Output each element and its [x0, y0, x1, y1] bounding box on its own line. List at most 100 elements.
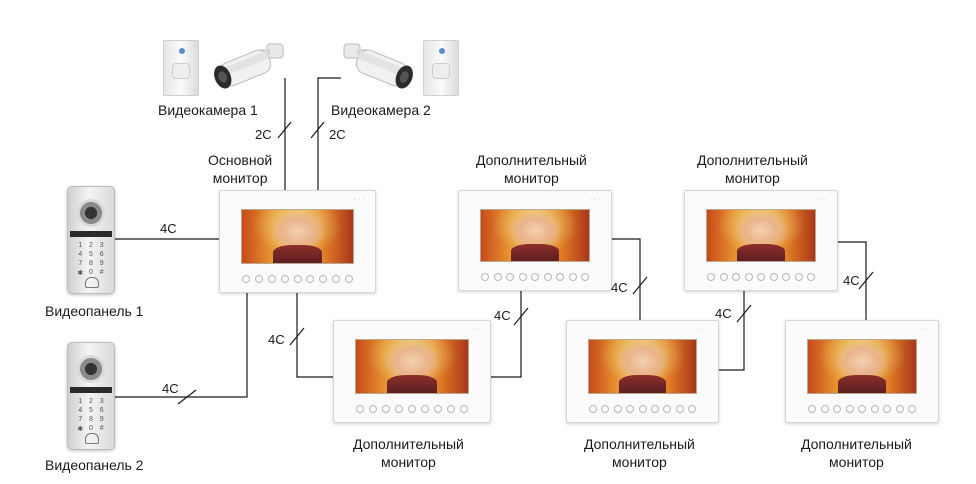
bell-icon — [85, 433, 99, 444]
extra-monitor-1: ··· — [333, 320, 491, 423]
keypad-key: ✱ — [77, 270, 84, 277]
main-monitor-label-line1: Основной — [208, 152, 273, 168]
keypad-key: ✱ — [77, 426, 84, 433]
extra-link-2-wire-label: 4C — [611, 280, 628, 295]
keypad-key: 7 — [78, 260, 83, 267]
monitor-screen — [241, 209, 354, 264]
keypad-key: 3 — [99, 242, 104, 249]
extra-monitor-3-label-line1: Дополнительный — [584, 436, 695, 452]
main-monitor-label: Основной монитор — [208, 151, 272, 187]
monitor-screen — [706, 209, 816, 262]
keypad-key: 9 — [99, 416, 104, 423]
monitor-screen — [480, 209, 590, 262]
camera1-label: Видеокамера 1 — [158, 102, 258, 118]
keypad-key: 1 — [78, 398, 83, 405]
wire-camera2-tick — [310, 121, 325, 139]
keypad-key: 4 — [78, 251, 83, 258]
extra-monitor-3: ··· — [566, 320, 719, 423]
extra-monitor-4-label: Дополнительный монитор — [697, 151, 808, 187]
wire-extra-link-2-tick — [632, 276, 648, 295]
monitor-buttons — [481, 273, 589, 281]
extra-monitor-1-label-line1: Дополнительный — [353, 436, 464, 452]
keypad-key: 6 — [99, 407, 104, 414]
keypad-key: 0 — [89, 425, 93, 432]
wire-extra-link-4 — [836, 241, 867, 320]
keypad-key: 5 — [89, 251, 93, 258]
extra-monitor-2: ··· — [458, 190, 612, 291]
keypad-key: 9 — [99, 260, 104, 267]
bell-icon — [85, 277, 99, 288]
sensor-led-icon — [439, 48, 445, 54]
monitor-buttons — [589, 405, 696, 413]
extra-monitor-2-label: Дополнительный монитор — [476, 151, 587, 187]
panel-camera-icon — [77, 355, 105, 383]
extra-monitor-5-label-line1: Дополнительный — [801, 436, 912, 452]
wire-panel2-tick — [177, 389, 197, 405]
extra-monitor-4-label-line2: монитор — [725, 170, 780, 186]
extra-monitor-5-label-line2: монитор — [829, 454, 884, 470]
extra-monitor-3-label: Дополнительный монитор — [584, 435, 695, 471]
wire-main-to-extra — [296, 292, 333, 378]
wire-panel2 — [112, 292, 248, 398]
panel1-label: Видеопанель 1 — [45, 303, 144, 319]
panel2-wire-label: 4C — [162, 381, 179, 396]
wire-camera1-tick — [277, 121, 292, 139]
wire-extra-link-3 — [717, 290, 745, 371]
wire-camera2 — [317, 77, 341, 190]
extra-monitor-4: ··· — [684, 190, 838, 291]
wire-extra-link-2 — [610, 238, 641, 320]
sensor-led-icon — [179, 48, 185, 54]
wire-extra-link-1 — [489, 290, 522, 378]
panel-camera-icon — [77, 199, 105, 227]
wire-extra-link-3-tick — [736, 304, 752, 323]
wire-extra-link-1-tick — [513, 307, 529, 326]
extra-monitor-5: ··· — [785, 320, 939, 423]
keypad-key: 7 — [78, 416, 83, 423]
motion-sensor-1 — [163, 40, 199, 96]
extra-monitor-1-label: Дополнительный монитор — [353, 435, 464, 471]
panel2-label: Видеопанель 2 — [45, 457, 144, 473]
main-to-extra-wire-label: 4C — [268, 332, 285, 347]
camera2-wire-label: 2C — [329, 127, 346, 142]
keypad-key: # — [99, 425, 104, 432]
keypad-key: 0 — [89, 269, 93, 276]
monitor-screen — [355, 339, 469, 394]
main-monitor: ··· — [219, 190, 376, 293]
main-monitor-label-line2: монитор — [212, 170, 268, 186]
keypad-key: 2 — [89, 398, 93, 405]
keypad-key: 5 — [89, 407, 93, 414]
sensor-lens-icon — [172, 63, 190, 79]
wire-main-to-extra-tick — [289, 327, 305, 346]
cctv-camera-1-icon — [214, 43, 284, 89]
keypad-key: # — [99, 269, 104, 276]
monitor-buttons — [242, 275, 353, 283]
extra-monitor-3-label-line2: монитор — [612, 454, 667, 470]
extra-link-1-wire-label: 4C — [494, 308, 511, 323]
extra-monitor-4-label-line1: Дополнительный — [697, 152, 808, 168]
keypad-key: 6 — [99, 251, 104, 258]
extra-link-3-wire-label: 4C — [715, 306, 732, 321]
keypad-key: 2 — [89, 242, 93, 249]
keypad-key: 4 — [78, 407, 83, 414]
panel1-wire-label: 4C — [160, 221, 177, 236]
monitor-buttons — [707, 273, 815, 281]
keypad-key: 8 — [89, 416, 93, 423]
camera2-label: Видеокамера 2 — [331, 102, 431, 118]
extra-monitor-5-label: Дополнительный монитор — [801, 435, 912, 471]
extra-monitor-2-label-line1: Дополнительный — [476, 152, 587, 168]
keypad-key: 8 — [89, 260, 93, 267]
keypad-key: 1 — [78, 242, 83, 249]
monitor-buttons — [356, 405, 468, 413]
motion-sensor-2 — [423, 40, 459, 96]
extra-monitor-1-label-line2: монитор — [381, 454, 436, 470]
monitor-screen — [588, 339, 697, 394]
extra-monitor-2-label-line2: монитор — [504, 170, 559, 186]
monitor-screen — [807, 339, 917, 394]
wire-extra-link-4-tick — [858, 271, 874, 290]
camera1-wire-label: 2C — [255, 127, 272, 142]
